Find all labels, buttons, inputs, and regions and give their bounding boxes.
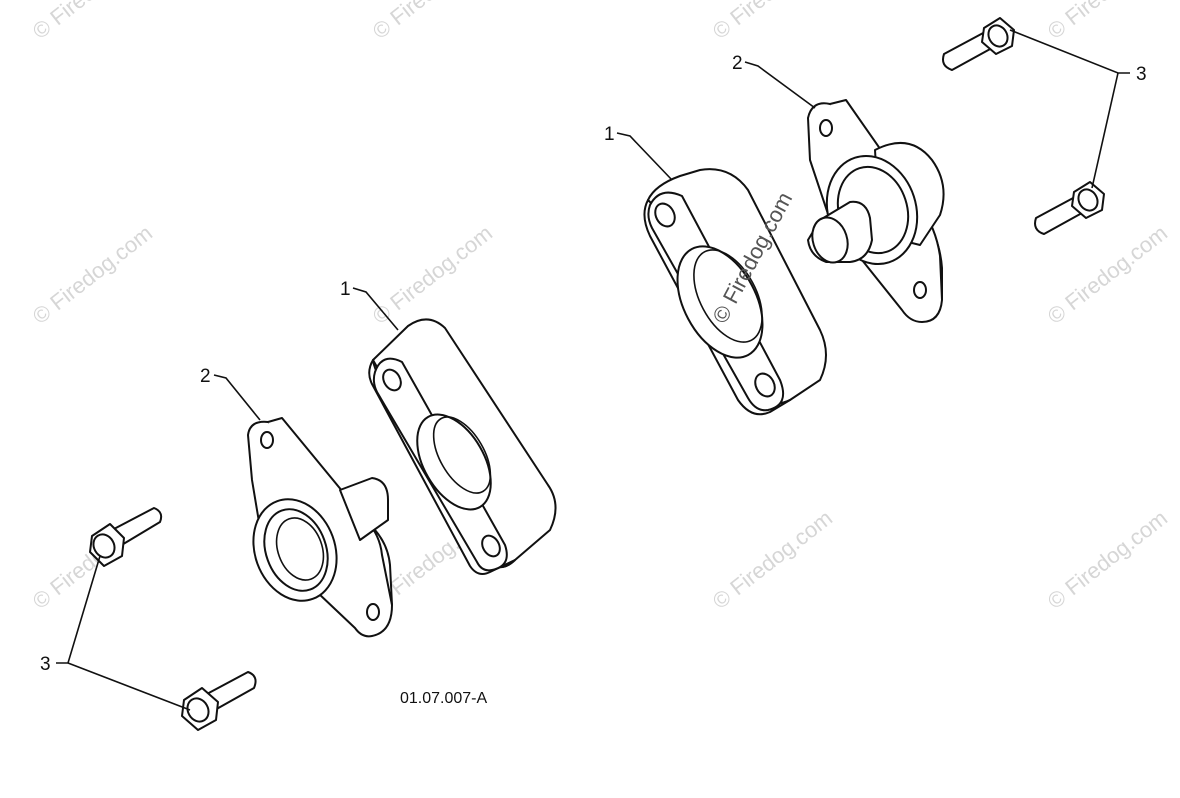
watermark: © Firedog.com: [28, 0, 157, 44]
watermark: © Firedog.com: [1043, 0, 1172, 44]
leader-lines: [56, 29, 1130, 711]
callout-spacer-right: 1: [604, 124, 615, 145]
watermark: © Firedog.com: [28, 220, 157, 329]
callout-bearing-flange-left: 2: [200, 366, 211, 387]
bolt-left-upper: [89, 507, 163, 567]
bolt-left-lower: [181, 671, 257, 731]
watermark: © Firedog.com: [1043, 220, 1172, 329]
watermark: © Firedog.com: [368, 220, 497, 329]
watermark: © Firedog.com: [708, 0, 837, 44]
callout-labels: 1 2 3 1 2 3: [40, 53, 1147, 675]
watermark: © Firedog.com: [708, 505, 837, 614]
spacer-left: [368, 318, 557, 575]
bearing-flange-left: [247, 417, 393, 638]
bolt-right-lower: [1034, 181, 1105, 235]
bearing-flange-right: [807, 99, 945, 323]
spacer-right: [643, 168, 827, 416]
callout-bolt-right: 3: [1136, 64, 1147, 85]
watermark-layer: © Firedog.com © Firedog.com © Firedog.co…: [28, 0, 1172, 614]
watermark: © Firedog.com: [1043, 505, 1172, 614]
callout-spacer-left: 1: [340, 279, 351, 300]
callout-bolt-left: 3: [40, 654, 51, 675]
callout-bearing-flange-right: 2: [732, 53, 743, 74]
figure-code: 01.07.007-A: [400, 690, 488, 707]
bolt-right-upper: [942, 17, 1015, 71]
watermark: © Firedog.com: [368, 0, 497, 44]
